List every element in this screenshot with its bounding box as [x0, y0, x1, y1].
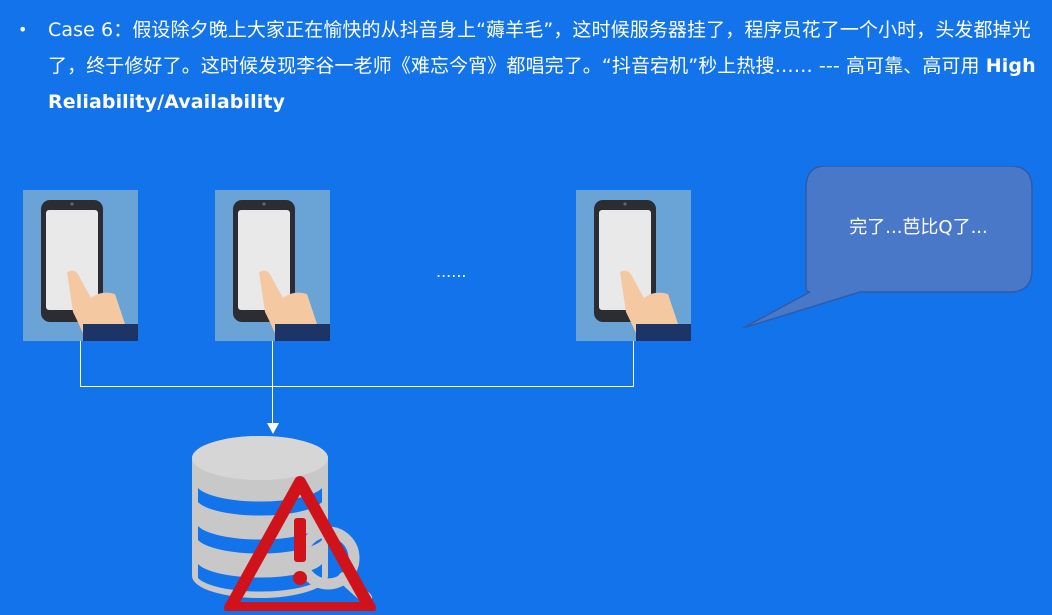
warning-triangle-icon [224, 476, 376, 614]
arrow-down-icon [267, 423, 279, 434]
connector-phone-3 [633, 341, 634, 387]
client-phone-1 [23, 190, 138, 341]
client-phone-3 [576, 190, 691, 341]
case-text: Case 6：假设除夕晚上大家正在愉快的从抖音身上“薅羊毛”，这时候服务器挂了，… [48, 19, 1031, 77]
phone-in-hand-icon [233, 200, 330, 341]
connector-phone-2 [272, 341, 273, 424]
connector-horizontal [80, 386, 634, 387]
bullet-marker: • [18, 20, 28, 39]
case-bold-text: High Reliability/Availability [48, 55, 1036, 113]
more-clients-ellipsis: ...... [436, 262, 467, 281]
phone-in-hand-icon [41, 200, 138, 341]
speech-bubble-text: 完了...芭比Q了... [849, 217, 988, 238]
case-description: Case 6：假设除夕晚上大家正在愉快的从抖音身上“薅羊毛”，这时候服务器挂了，… [48, 12, 1038, 120]
phone-in-hand-icon [594, 200, 691, 341]
speech-bubble [740, 165, 1040, 336]
server-database [188, 432, 378, 614]
client-phone-2 [215, 190, 330, 341]
case-bullet: • Case 6：假设除夕晚上大家正在愉快的从抖音身上“薅羊毛”，这时候服务器挂… [18, 12, 1038, 120]
connector-phone-1 [80, 341, 81, 387]
